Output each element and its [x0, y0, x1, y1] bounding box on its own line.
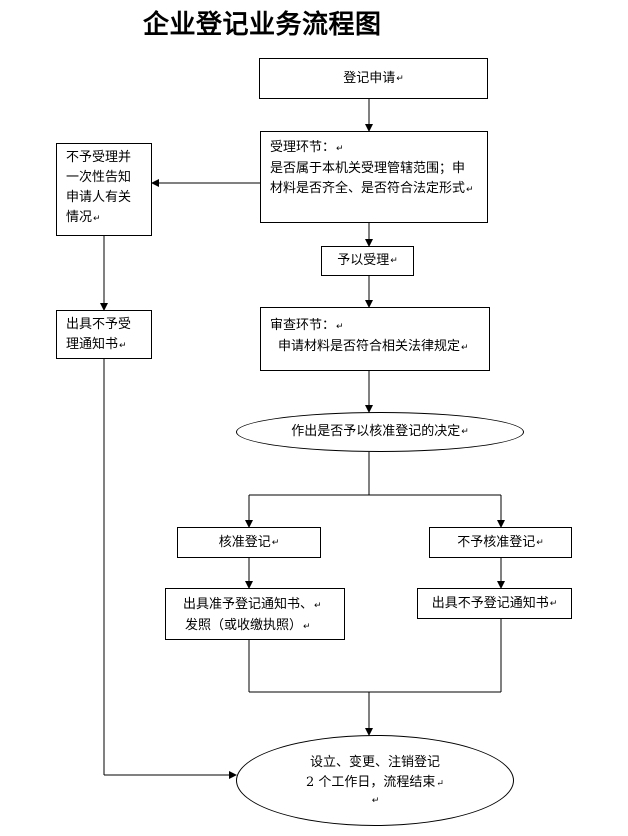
node-reject-notify-line3: 申请人有关	[66, 190, 132, 205]
return-mark: ↵	[336, 144, 344, 154]
node-application-label: 登记申请	[343, 70, 396, 86]
node-approve: 核准登记↵	[177, 527, 321, 558]
node-acceptance: 受理环节：↵ 是否属于本机关受理管辖范围；申 材料是否齐全、是否符合法定形式↵	[260, 131, 488, 223]
node-approve-notice-line2: 发照（或收缴执照）	[185, 618, 303, 633]
return-mark: ↵	[390, 256, 398, 266]
node-accept: 予以受理↵	[321, 246, 414, 276]
node-acceptance-line1: 是否属于本机关受理管辖范围；申	[270, 161, 466, 176]
node-acceptance-line2: 材料是否齐全、是否符合法定形式	[270, 181, 466, 196]
return-mark: ↵	[466, 185, 474, 195]
return-mark: ↵	[396, 73, 404, 84]
node-reject-notice: 出具不予受 理通知书↵	[56, 310, 152, 359]
node-end-line2: 2 个工作日，流程结束	[306, 775, 436, 790]
node-not-approve: 不予核准登记↵	[429, 527, 572, 558]
node-not-approve-label: 不予核准登记	[457, 534, 536, 550]
node-decision-label: 作出是否予以核准登记的决定	[291, 424, 461, 439]
return-mark: ↵	[93, 214, 101, 224]
node-approve-notice-line1: 出具准予登记通知书、	[183, 597, 314, 612]
node-reject-notice-line1: 出具不予受	[66, 317, 132, 332]
node-end-line1: 设立、变更、注销登记	[309, 755, 440, 770]
return-mark: ↵	[371, 796, 380, 806]
node-accept-label: 予以受理	[337, 253, 390, 268]
node-end: 设立、变更、注销登记 2 个工作日，流程结束↵ ↵	[236, 735, 514, 826]
diagram-title: 企业登记业务流程图	[143, 10, 382, 40]
node-review-line1: 申请材料是否符合相关法律规定	[278, 339, 461, 354]
return-mark: ↵	[314, 601, 322, 611]
node-application: 登记申请↵	[259, 58, 488, 99]
node-approve-label: 核准登记	[218, 534, 271, 550]
return-mark: ↵	[436, 779, 444, 789]
return-mark: ↵	[536, 537, 544, 548]
return-mark: ↵	[549, 598, 558, 609]
return-mark: ↵	[119, 341, 127, 351]
node-decision: 作出是否予以核准登记的决定↵	[236, 412, 524, 452]
return-mark: ↵	[461, 343, 469, 353]
return-mark: ↵	[336, 322, 344, 332]
node-reject-notify: 不予受理并 一次性告知 申请人有关 情况↵	[56, 143, 152, 236]
node-review: 审查环节：↵ 申请材料是否符合相关法律规定↵	[260, 307, 490, 371]
node-reject-notify-line2: 一次性告知	[66, 170, 132, 185]
return-mark: ↵	[303, 622, 311, 632]
node-reject-notify-line4: 情况	[66, 210, 93, 225]
node-reject-notify-line1: 不予受理并	[66, 150, 132, 165]
node-not-approve-notice: 出具不予登记通知书↵	[417, 588, 572, 619]
node-reject-notice-line2: 理通知书	[66, 337, 119, 352]
return-mark: ↵	[271, 537, 280, 548]
node-review-heading: 审查环节：	[270, 318, 336, 333]
node-acceptance-heading: 受理环节：	[270, 140, 336, 155]
return-mark: ↵	[461, 427, 469, 437]
node-approve-notice: 出具准予登记通知书、↵ 发照（或收缴执照）↵	[165, 588, 345, 640]
node-not-approve-notice-label: 出具不予登记通知书	[431, 595, 549, 611]
